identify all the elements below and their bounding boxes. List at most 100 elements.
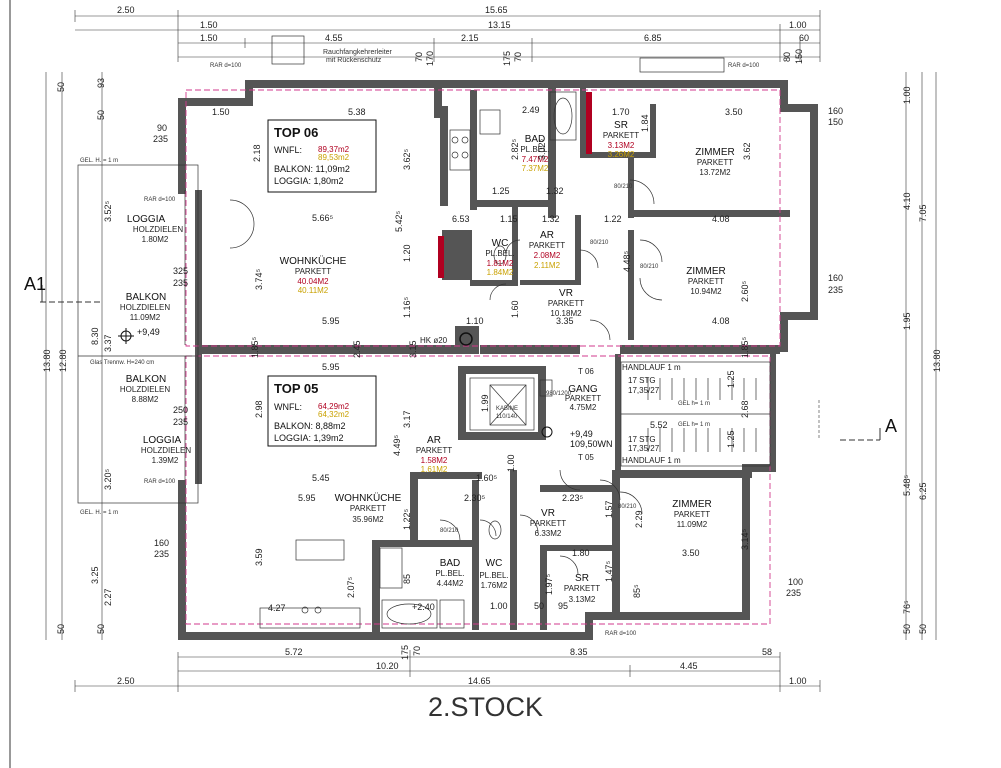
idim-6: 90 xyxy=(157,123,167,133)
room-wc06-floor: PL.BEL. xyxy=(485,249,514,258)
room-sr06-name: SR xyxy=(614,120,628,131)
room-wc05-floor: PL.BEL. xyxy=(479,571,508,580)
idim-68: 1.97⁵ xyxy=(544,573,554,595)
idim-62: 3.50 xyxy=(682,548,700,558)
idim-29: 235 xyxy=(173,278,188,288)
top05-balkon: BALKON: 8,88m2 xyxy=(274,421,346,431)
idim-53: 5.95 xyxy=(298,493,316,503)
room-wohn05-floor: PARKETT xyxy=(350,504,386,513)
room-sr05-floor: PARKETT xyxy=(564,584,600,593)
room-bad06-area-yel: 7.37M2 xyxy=(522,164,549,173)
label-level2: +9,49 xyxy=(570,429,593,439)
dim-left-i: 3.20⁵ xyxy=(103,468,113,490)
room-zimmer06b-name: ZIMMER xyxy=(686,266,725,277)
room-wohn06-area-red: 40.04M2 xyxy=(297,277,329,286)
idim-48: 250 xyxy=(173,405,188,415)
idim-71: 100 xyxy=(788,577,803,587)
fire-wall-wc xyxy=(438,236,444,278)
idim-58: 1.22⁵ xyxy=(402,508,412,530)
door-label-3: 80/210 xyxy=(640,264,659,270)
idim-33: 5.95 xyxy=(322,316,340,326)
idim-77: 2.45 xyxy=(352,340,362,358)
top05-title: TOP 05 xyxy=(274,381,318,396)
room-gang-name: GANG xyxy=(568,384,598,395)
dim-bottom-2b: 4.45 xyxy=(680,661,698,671)
dim-right-a: 1.00 xyxy=(902,86,912,104)
room-labels: LOGGIA HOLZDIELEN 1.80M2 BALKON HOLZDIEL… xyxy=(120,120,735,604)
idim-78: 3.15 xyxy=(408,340,418,358)
room-vr05-floor: PARKETT xyxy=(530,519,566,528)
room-zimmer06a-floor: PARKETT xyxy=(697,158,733,167)
idim-66: 4.27 xyxy=(268,603,286,613)
room-ar05-floor: PARKETT xyxy=(416,446,452,455)
idim-45: 2.68 xyxy=(740,400,750,418)
fire-wall-sr xyxy=(586,92,592,154)
dim-right-b: 4.10 xyxy=(902,192,912,210)
idim-75: 95 xyxy=(558,601,568,611)
lift-shaft xyxy=(469,377,535,431)
room-vr06-floor: PARKETT xyxy=(548,299,584,308)
door-label-1: 80/210 xyxy=(590,240,609,246)
room-wohn05-name: WOHNKÜCHE xyxy=(335,492,402,504)
idim-4: 1.70 xyxy=(612,107,630,117)
idim-13: 3.62 xyxy=(742,142,752,160)
room-wohn06-floor: PARKETT xyxy=(295,267,331,276)
label-stg2b: 17,35/27 xyxy=(628,444,660,453)
label-glas: Glas Trennw. H=240 cm xyxy=(90,360,154,366)
dim-top-4b: 170 xyxy=(425,51,435,66)
idim-34: 1.16⁵ xyxy=(402,296,412,318)
label-kabine-dim: 110/140 xyxy=(496,414,518,420)
door-label-2: 80/210 xyxy=(614,184,633,190)
idim-73: 1.00 xyxy=(490,601,508,611)
room-zimmer05-name: ZIMMER xyxy=(672,499,711,510)
room-ar06-name: AR xyxy=(540,230,554,241)
idim-10: 2.82⁵ xyxy=(510,138,520,160)
room-wc06-area-yel: 1.84M2 xyxy=(487,268,514,277)
dim-left-m: 50 xyxy=(96,624,106,634)
rauchfang-label: Rauchfangkehrerleiter xyxy=(323,49,393,56)
dim-left-f: 8.30 xyxy=(90,327,100,345)
balcony-frame xyxy=(77,164,199,504)
dim-top-1a: 2.50 xyxy=(117,5,135,15)
section-a1: A1 xyxy=(24,274,100,303)
idim-72: 235 xyxy=(786,588,801,598)
top05-wnfl-yel: 64,32m2 xyxy=(318,410,350,419)
dim-left-a: 50 xyxy=(56,82,66,92)
right-dimensions: 1.00 4.10 7.05 1.95 13.80 5.48⁵ 6.25 76⁵… xyxy=(902,72,942,640)
idim-70: 85⁵ xyxy=(632,584,642,598)
idim-63: 3.14⁵ xyxy=(740,528,750,550)
idim-41: 3.17 xyxy=(402,410,412,428)
dim-top-4e: 80 xyxy=(782,52,792,62)
idim-17: 5.42⁵ xyxy=(394,210,404,232)
staircase xyxy=(620,361,771,467)
room-loggia05-floor: HOLZDIELEN xyxy=(141,446,191,455)
idim-35: 1.10 xyxy=(466,316,484,326)
room-balkon05-area: 8.88M2 xyxy=(132,395,159,404)
idim-32: 235 xyxy=(828,285,843,295)
door-label-5: 80/210 xyxy=(440,528,459,534)
dim-bottom-1d: 8.35 xyxy=(570,647,588,657)
label-level: +9,49 xyxy=(137,327,160,337)
idim-40: 2.98 xyxy=(254,400,264,418)
dim-top-3a: 1.50 xyxy=(200,33,218,43)
dim-top-4a: 70 xyxy=(414,52,424,62)
room-balkon06-area: 11.09M2 xyxy=(130,313,161,322)
room-zimmer05-area: 11.09M2 xyxy=(677,520,708,529)
rar-label-3: RAR d=100 xyxy=(144,197,176,203)
label-stg1b: 17,35/27 xyxy=(628,386,660,395)
rauchfang-label-2: mit Rückenschutz xyxy=(326,57,382,64)
idim-2: 5.38 xyxy=(348,107,366,117)
dim-bottom-1a: 5.72 xyxy=(285,647,303,657)
label-handlauf1: HANDLAUF 1 m xyxy=(622,363,681,372)
room-zimmer05-floor: PARKETT xyxy=(674,510,710,519)
idim-1: 1.50 xyxy=(212,107,230,117)
label-t06: T 06 xyxy=(578,367,594,376)
hk-marker xyxy=(459,332,473,346)
dim-bottom-1c: 70 xyxy=(412,646,422,656)
idim-22: 1.32 xyxy=(542,214,560,224)
idim-25: 3.74⁵ xyxy=(254,268,264,290)
level-marker-2 xyxy=(541,426,553,438)
idim-18: 1.25 xyxy=(492,186,510,196)
idim-37: 3.35 xyxy=(556,316,574,326)
dim-right-j: 50 xyxy=(918,624,928,634)
